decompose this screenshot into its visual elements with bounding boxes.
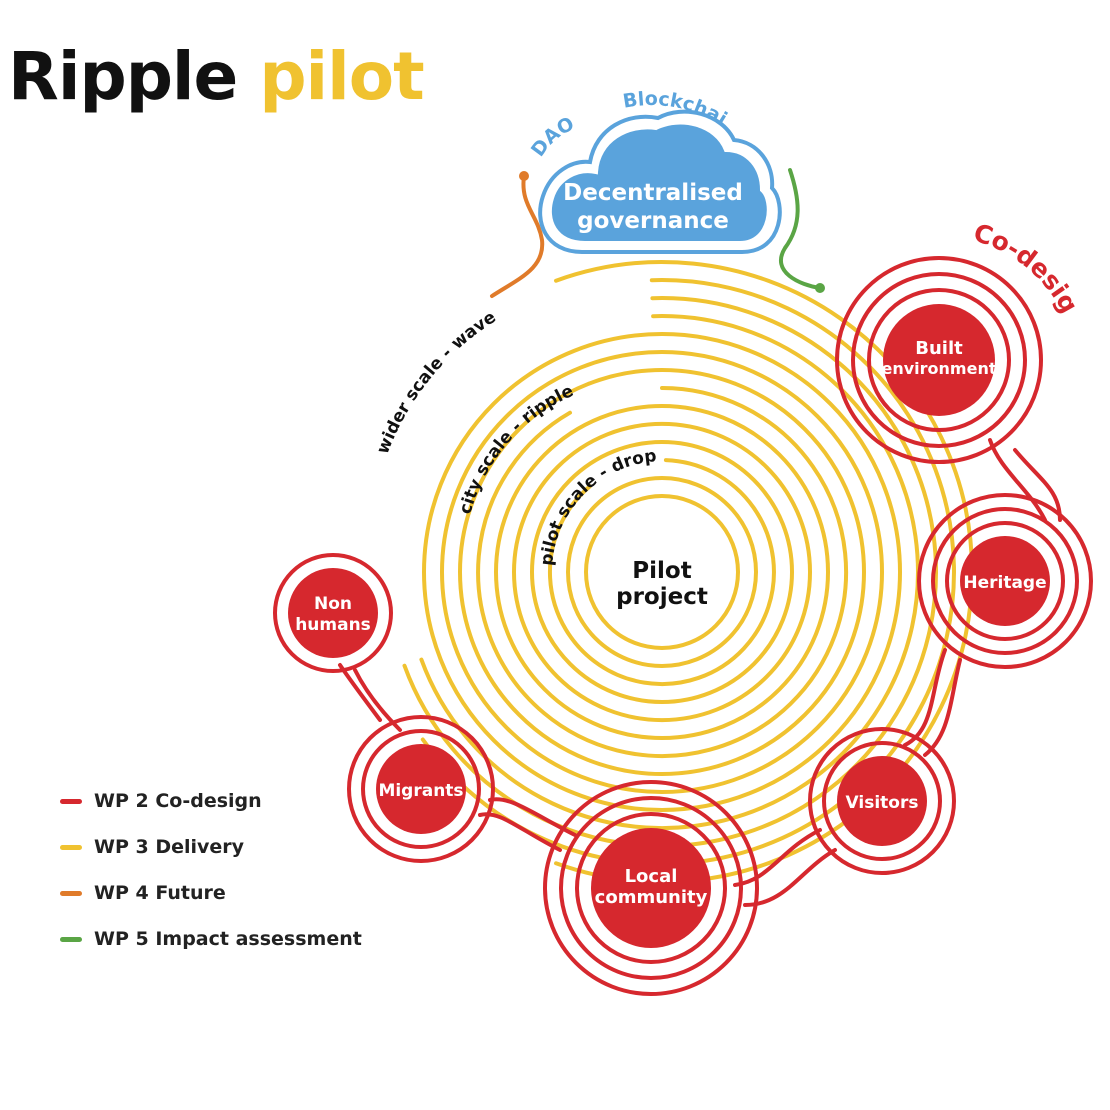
legend-swatch-red: [60, 798, 82, 804]
node-local-line1: Local: [625, 866, 678, 887]
codesign-link: [1013, 448, 1062, 522]
codesign-node-ring: [945, 521, 1065, 641]
legend-label: WP 2 Co-design: [94, 790, 262, 812]
codesign-node-ring: [917, 493, 1093, 669]
codesign-node-ring: [808, 727, 956, 875]
center-line2: project: [616, 584, 708, 610]
blockchain-label-text: Blockchain: [0, 0, 731, 130]
delivery-ring: [566, 476, 759, 668]
page-title: Ripple pilot: [8, 38, 425, 115]
codesign-node-ring: [273, 553, 393, 673]
codesign-node-ring: [347, 715, 495, 863]
node-built-line2: environment: [882, 359, 997, 378]
delivery-ring: [422, 332, 903, 812]
delivery-ring: [512, 422, 813, 722]
impact-connector: [778, 168, 822, 290]
legend-item-delivery: WP 3 Delivery: [60, 824, 362, 870]
dao-label: DAO: [527, 113, 578, 161]
center-line1: Pilot: [632, 558, 691, 584]
codesign-node-ring: [867, 288, 1011, 432]
legend-swatch-yellow: [60, 844, 82, 850]
title-ripple: Ripple: [8, 38, 238, 115]
codesign-node-ring: [822, 741, 942, 861]
scale-label-wave: wider scale - wave: [373, 307, 500, 457]
codesign-node-ring: [835, 256, 1043, 464]
dao-label-text: DAO: [527, 113, 578, 161]
codesign-link: [353, 668, 402, 732]
node-nonhumans-line1: Non: [314, 594, 352, 614]
node-migrants: Migrants: [376, 744, 466, 834]
node-local-line2: community: [595, 887, 708, 908]
cloud-title-line2: governance: [577, 208, 729, 234]
legend-item-codesign: WP 2 Co-design: [60, 778, 362, 824]
node-migrants-line1: Migrants: [378, 781, 463, 801]
legend: WP 2 Co-design WP 3 Delivery WP 4 Future…: [60, 778, 362, 962]
codesign-link: [488, 797, 577, 837]
legend-item-future: WP 4 Future: [60, 870, 362, 916]
delivery-ring: [440, 350, 885, 794]
delivery-ring: [530, 440, 795, 704]
codesign-link: [903, 648, 947, 747]
legend-label: WP 5 Impact assessment: [94, 928, 362, 950]
cloud-title-line1: Decentralised: [563, 180, 743, 206]
codesign-node-ring: [575, 812, 727, 964]
scale-label-wave-text: wider scale - wave: [373, 307, 500, 457]
node-heritage: Heritage: [960, 536, 1050, 626]
codesign-label-text: Co-design: [0, 0, 1084, 318]
future-connector: [490, 174, 545, 298]
delivery-ring: [420, 278, 956, 866]
codesign-link: [733, 828, 822, 887]
codesign-link: [988, 438, 1047, 522]
node-nonhumans-line2: humans: [295, 615, 371, 635]
codesign-node-ring: [851, 272, 1027, 448]
codesign-node-ring: [559, 796, 743, 980]
legend-item-impact: WP 5 Impact assessment: [60, 916, 362, 962]
codesign-link: [478, 812, 562, 852]
codesign-node-ring: [931, 507, 1079, 655]
impact-connector-dot: [815, 283, 825, 293]
codesign-node-ring: [543, 780, 759, 996]
delivery-ring: [476, 386, 849, 758]
blockchain-label: Blockchain: [0, 0, 731, 130]
governance-cloud: [538, 109, 782, 254]
node-built-environment: Built environment: [882, 304, 997, 416]
node-heritage-line1: Heritage: [963, 573, 1046, 593]
delivery-rings: [402, 260, 975, 884]
delivery-ring: [547, 458, 776, 687]
node-built-line1: Built: [915, 338, 963, 359]
node-non-humans: Non humans: [288, 568, 378, 658]
codesign-link: [923, 658, 962, 757]
delivery-ring: [419, 314, 920, 830]
delivery-ring: [458, 368, 867, 776]
legend-swatch-orange: [60, 890, 82, 896]
title-pilot: pilot: [259, 38, 424, 115]
delivery-ring: [584, 494, 741, 650]
legend-label: WP 4 Future: [94, 882, 226, 904]
codesign-label: Co-design: [0, 0, 1084, 318]
codesign-rings: [273, 256, 1093, 996]
legend-swatch-green: [60, 936, 82, 942]
node-local-community: Local community: [591, 828, 711, 948]
node-visitors: Visitors: [837, 756, 927, 846]
legend-label: WP 3 Delivery: [94, 836, 245, 858]
delivery-ring: [494, 404, 831, 740]
future-connector-dot: [519, 171, 529, 181]
codesign-link: [743, 848, 837, 907]
codesign-node-ring: [361, 729, 481, 849]
codesign-link: [338, 663, 382, 722]
node-visitors-line1: Visitors: [846, 793, 919, 813]
